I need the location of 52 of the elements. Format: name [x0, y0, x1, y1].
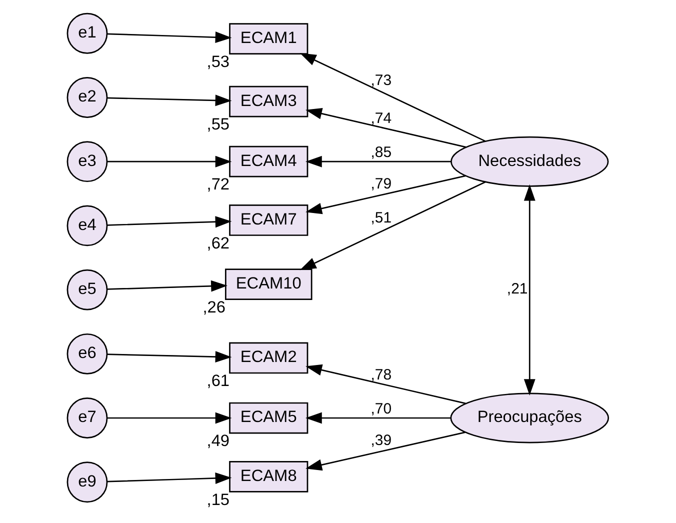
node-circle: e5 [66, 269, 108, 310]
edge-label: ,79 [370, 176, 392, 193]
arrow [306, 175, 466, 214]
node-box: ECAM3 [229, 86, 308, 118]
arrow [300, 181, 486, 270]
arrow [524, 184, 536, 396]
node-ellipse: Necessidades [450, 136, 609, 187]
arrow [305, 156, 452, 168]
node-circle: e7 [66, 398, 108, 438]
node-box: ECAM5 [229, 402, 308, 434]
node-circle: e3 [66, 141, 108, 182]
node-box: ECAM4 [229, 146, 308, 178]
node-box: ECAM8 [229, 460, 308, 492]
node-box: ECAM10 [224, 268, 312, 300]
edge-label: ,74 [370, 110, 392, 128]
edge-label: ,21 [506, 280, 528, 298]
arrow [107, 280, 228, 292]
node-box: ECAM7 [229, 204, 308, 236]
node-label: ,53 [206, 52, 230, 71]
arrow [107, 351, 232, 363]
arrow [306, 364, 466, 404]
arrow [107, 216, 232, 228]
node-ellipse: Preocupações [450, 392, 610, 444]
node-label: ,55 [206, 116, 230, 134]
edge-label: ,78 [370, 366, 392, 384]
arrow [305, 412, 451, 424]
node-circle: e4 [66, 205, 108, 246]
node-label: ,62 [206, 234, 230, 252]
node-box: ECAM2 [229, 342, 308, 374]
edge-label: ,51 [370, 210, 392, 227]
node-label: ,49 [206, 432, 230, 450]
node-circle: e2 [66, 77, 108, 118]
node-label: ,26 [202, 298, 226, 316]
arrow [107, 156, 232, 168]
arrow [306, 108, 466, 148]
arrow [306, 432, 466, 471]
arrow [107, 94, 232, 106]
arrow [300, 53, 486, 142]
edge-label: ,73 [370, 72, 392, 89]
node-circle: e6 [66, 333, 108, 374]
node-label: ,61 [206, 372, 230, 390]
node-circle: e1 [66, 12, 108, 54]
edge-label: ,70 [370, 400, 392, 418]
node-label: ,72 [206, 176, 230, 194]
edge-label: ,39 [370, 432, 392, 450]
arrow [107, 412, 232, 424]
node-box: ECAM1 [229, 23, 308, 55]
edge-label: ,85 [370, 144, 392, 162]
node-label: ,15 [206, 490, 230, 509]
arrow [107, 472, 232, 484]
arrow [107, 32, 232, 43]
node-circle: e9 [66, 462, 108, 503]
